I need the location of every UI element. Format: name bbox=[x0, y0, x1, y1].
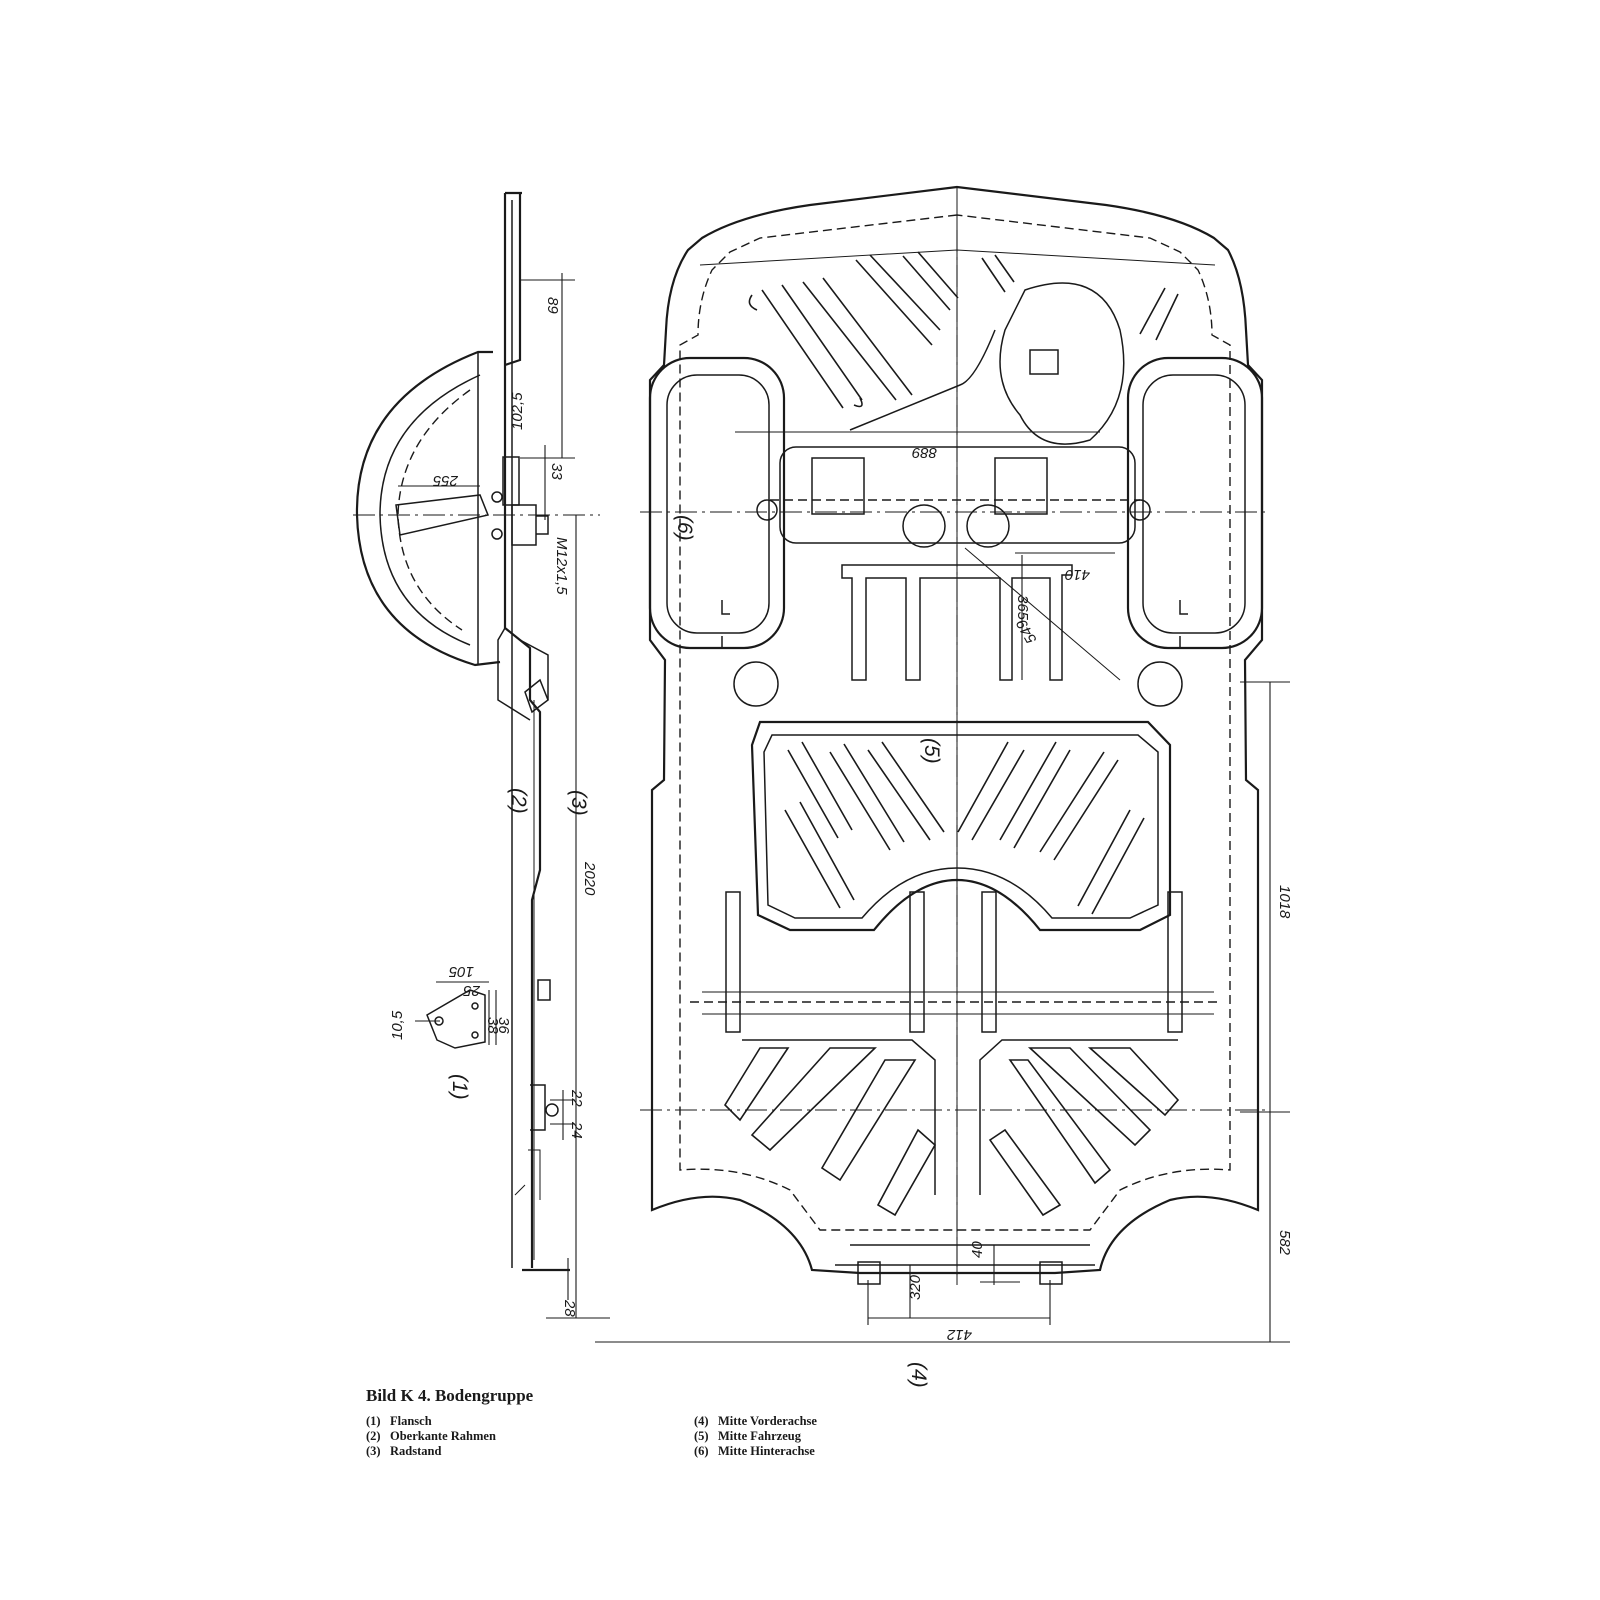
flange-dim-38: 38 bbox=[484, 1017, 501, 1034]
dim-889: 889 bbox=[911, 444, 937, 461]
dim-22: 22 bbox=[568, 1089, 585, 1107]
dim-1018: 1018 bbox=[1276, 885, 1293, 919]
dim-365: 365 bbox=[1014, 595, 1031, 621]
plan-view: 889 410 365 549 1018 582 320 40 412 (6) … bbox=[595, 185, 1293, 1388]
ref-vehicle-center: (5) bbox=[920, 738, 943, 764]
legend-item: (1) Flansch bbox=[366, 1414, 496, 1429]
side-view: 89 102,5 33 255 M12x1,5 2020 28 22 24 (2… bbox=[353, 191, 610, 1319]
flange-dim-36: 36 bbox=[495, 1017, 512, 1034]
ref-front-axle: (4) bbox=[907, 1362, 930, 1388]
dim-40: 40 bbox=[969, 1241, 986, 1258]
legend-list-right: (4) Mitte Vorderachse (5) Mitte Fahrzeug (… bbox=[694, 1414, 817, 1459]
legend-num: (5) bbox=[694, 1429, 709, 1443]
dim-28: 28 bbox=[561, 1299, 578, 1317]
legend-list-left: (1) Flansch (2) Oberkante Rahmen (3) Radsta… bbox=[366, 1414, 496, 1459]
legend-num: (4) bbox=[694, 1414, 709, 1428]
legend-text: Mitte Fahrzeug bbox=[718, 1429, 801, 1443]
legend-num: (2) bbox=[366, 1429, 381, 1443]
flange-dim-25: 25 bbox=[463, 982, 481, 999]
legend-text: Flansch bbox=[390, 1414, 432, 1428]
dim-89: 89 bbox=[544, 297, 561, 314]
legend-text: Mitte Hinterachse bbox=[718, 1444, 815, 1458]
dim-33: 33 bbox=[548, 463, 565, 480]
dim-582: 582 bbox=[1276, 1230, 1293, 1256]
dim-thread-m12: M12x1,5 bbox=[553, 537, 570, 595]
legend-num: (6) bbox=[694, 1444, 709, 1458]
flange-detail: 10,5 105 25 38 36 (1) bbox=[389, 963, 512, 1100]
legend-item: (5) Mitte Fahrzeug bbox=[694, 1429, 817, 1444]
ref-wheelbase: (3) bbox=[567, 790, 590, 816]
figure-caption-title: Bild K 4. Bodengruppe bbox=[366, 1386, 534, 1405]
dim-102-5: 102,5 bbox=[509, 392, 526, 430]
legend-text: Oberkante Rahmen bbox=[390, 1429, 496, 1443]
dim-320: 320 bbox=[907, 1274, 924, 1300]
dim-549: 549 bbox=[1013, 616, 1041, 647]
dim-2020: 2020 bbox=[581, 861, 598, 896]
legend-item: (6) Mitte Hinterachse bbox=[694, 1444, 817, 1459]
dim-410: 410 bbox=[1064, 566, 1090, 583]
dim-24: 24 bbox=[568, 1121, 585, 1139]
legend-item: (4) Mitte Vorderachse bbox=[694, 1414, 817, 1429]
legend-num: (3) bbox=[366, 1444, 381, 1458]
ref-flange: (1) bbox=[448, 1074, 471, 1100]
ref-frame-top: (2) bbox=[507, 788, 530, 814]
dim-412: 412 bbox=[946, 1326, 972, 1343]
flange-dim-105: 105 bbox=[448, 963, 474, 980]
legend-item: (2) Oberkante Rahmen bbox=[366, 1429, 496, 1444]
flange-dim-10-5: 10,5 bbox=[389, 1010, 406, 1040]
dim-255: 255 bbox=[432, 472, 459, 489]
legend-text: Radstand bbox=[390, 1444, 442, 1458]
legend-num: (1) bbox=[366, 1414, 381, 1428]
ref-rear-axle: (6) bbox=[673, 515, 696, 541]
legend-item: (3) Radstand bbox=[366, 1444, 496, 1459]
legend-text: Mitte Vorderachse bbox=[718, 1414, 817, 1428]
